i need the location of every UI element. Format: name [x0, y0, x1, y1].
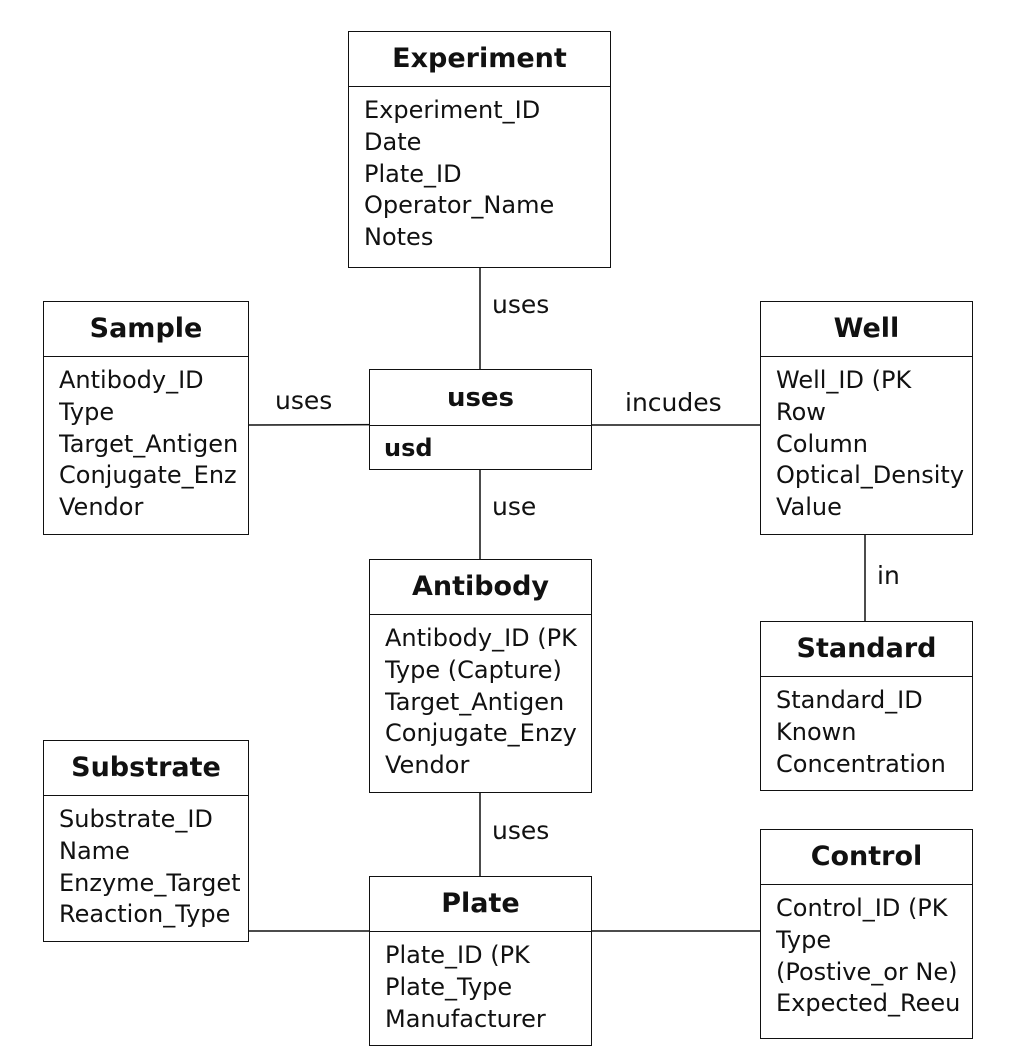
attribute: Known — [776, 717, 857, 746]
relationship-title: uses — [446, 383, 515, 413]
attribute: Conjugate_Enzy — [385, 719, 577, 748]
attribute-list: Plate_ID (PK Plate_Type Manufacturer — [370, 932, 591, 1035]
attribute: Enzyme_Target — [59, 868, 241, 897]
relationship-box-uses: uses usd — [369, 369, 592, 470]
entity-title: Experiment — [349, 32, 610, 87]
attribute: Vendor — [385, 751, 470, 780]
entity-plate: Plate Plate_ID (PK Plate_Type Manufactur… — [369, 876, 592, 1046]
attribute: Value — [776, 493, 842, 522]
attribute: Expected_Reeu — [776, 989, 961, 1018]
attribute: Concentration — [776, 749, 946, 778]
attribute: Operator_Name — [364, 191, 555, 220]
attribute: (Postive_or Ne) — [776, 957, 958, 986]
entity-sample: Sample Antibody_ID Type Target_Antigen C… — [43, 301, 249, 535]
entity-substrate: Substrate Substrate_ID Name Enzyme_Targe… — [43, 740, 249, 942]
relationship-subtext: usd — [370, 425, 591, 462]
relationship-label-antibody-use: use — [492, 492, 537, 521]
attribute: Antibody_ID (PK — [385, 624, 577, 652]
attribute-list: Antibody_ID (PK Type (Capture) Target_An… — [370, 615, 591, 782]
entity-title: Standard — [761, 622, 972, 677]
entity-standard: Standard Standard_ID Known Concentration — [760, 621, 973, 791]
attribute: Reaction_Type — [59, 900, 231, 929]
entity-title: Well — [761, 302, 972, 357]
relationship-label-well-includes: incudes — [625, 388, 722, 417]
attribute: Antibody_ID — [59, 366, 204, 394]
attribute: Target_Antigen — [385, 687, 565, 716]
attribute: Plate_Type — [385, 972, 513, 1001]
attribute: Standard_ID — [776, 686, 923, 714]
attribute: Vendor — [59, 493, 144, 522]
attribute: Conjugate_Enz — [59, 461, 237, 490]
entity-experiment: Experiment Experiment_ID Date Plate_ID O… — [348, 31, 611, 268]
attribute: Date — [364, 127, 422, 156]
entity-title: Control — [761, 830, 972, 885]
attribute: Well_ID (PK — [776, 366, 912, 394]
attribute: Plate_ID — [364, 159, 462, 188]
attribute: Notes — [364, 223, 434, 252]
entity-title: Antibody — [370, 560, 591, 615]
entity-title: Sample — [44, 302, 248, 357]
attribute: Type — [59, 397, 115, 426]
attribute: Optical_Density — [776, 461, 965, 490]
attribute-list: Control_ID (PK Type (Postive_or Ne) Expe… — [761, 885, 972, 1020]
attribute: Substrate_ID — [59, 805, 213, 833]
attribute: Row — [776, 397, 826, 426]
attribute: Name — [59, 836, 130, 865]
attribute: Plate_ID (PK — [385, 941, 530, 969]
attribute: Type — [776, 925, 832, 954]
attribute-list: Antibody_ID Type Target_Antigen Conjugat… — [44, 357, 248, 524]
attribute: Control_ID (PK — [776, 894, 948, 922]
attribute-list: Well_ID (PK Row Column Optical_Density V… — [761, 357, 972, 524]
entity-title: Substrate — [44, 741, 248, 796]
entity-control: Control Control_ID (PK Type (Postive_or … — [760, 829, 973, 1039]
entity-title: Plate — [370, 877, 591, 932]
attribute-list: Substrate_ID Name Enzyme_Target Reaction… — [44, 796, 248, 931]
attribute: Manufacturer — [385, 1004, 546, 1033]
relationship-label-sample-uses: uses — [275, 386, 333, 415]
entity-well: Well Well_ID (PK Row Column Optical_Dens… — [760, 301, 973, 535]
attribute: Column — [776, 429, 868, 458]
entity-antibody: Antibody Antibody_ID (PK Type (Capture) … — [369, 559, 592, 793]
relationship-label-experiment-uses: uses — [492, 290, 550, 319]
relationship-label-antibody-plate-uses: uses — [492, 816, 550, 845]
attribute-list: Standard_ID Known Concentration — [761, 677, 972, 780]
attribute: Experiment_ID — [364, 96, 541, 124]
attribute-list: Experiment_ID Date Plate_ID Operator_Nam… — [349, 87, 610, 254]
relationship-label-standard-in: in — [877, 561, 900, 590]
attribute: Type (Capture) — [385, 655, 562, 684]
attribute: Target_Antigen — [59, 429, 239, 458]
